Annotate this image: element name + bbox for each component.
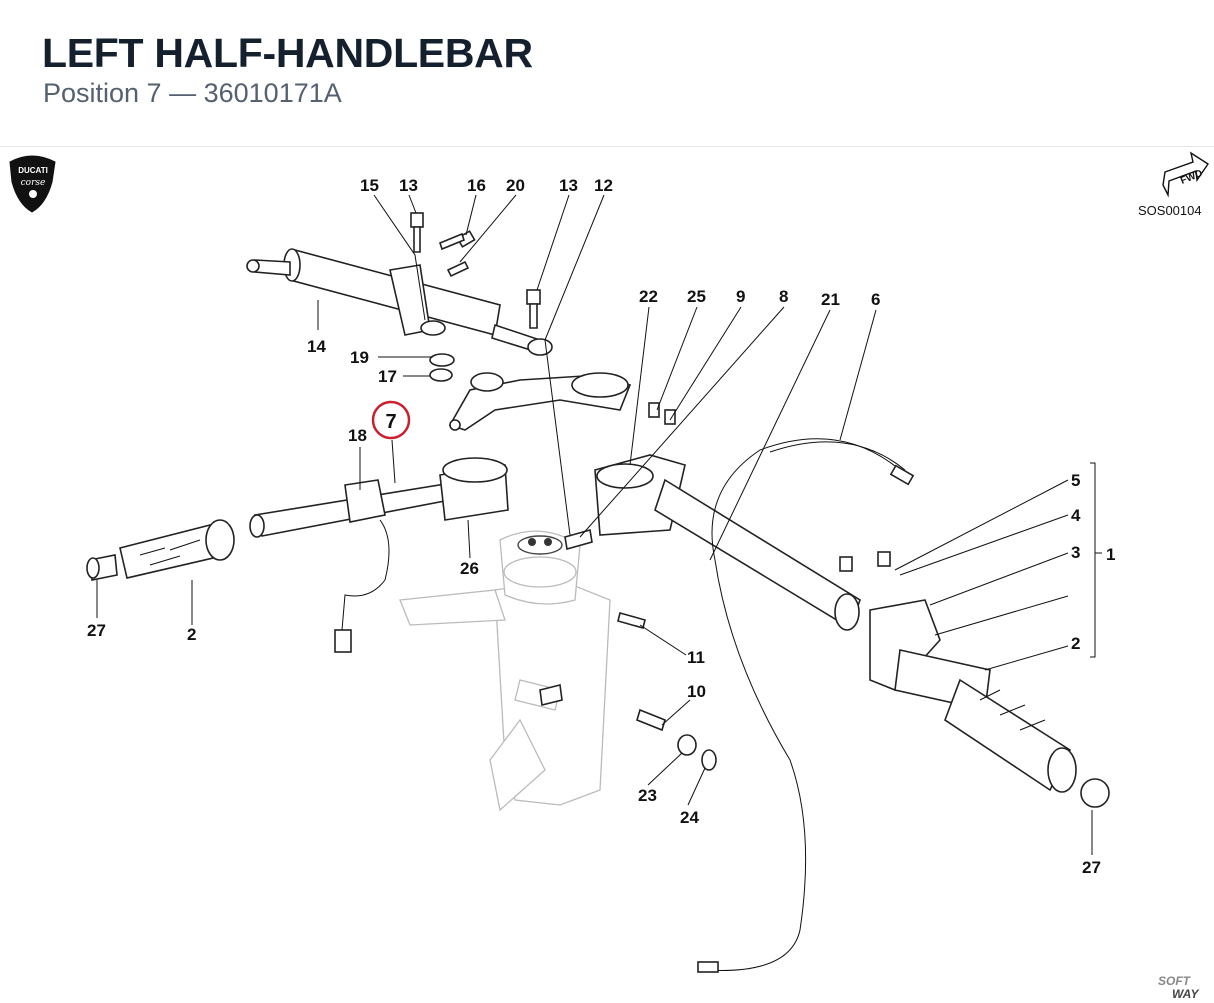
callout-8: 8 bbox=[779, 287, 788, 306]
part-number: 36010171A bbox=[203, 78, 342, 108]
callout-25: 25 bbox=[687, 287, 706, 306]
callout-19: 19 bbox=[350, 348, 369, 367]
callout-20: 20 bbox=[506, 176, 525, 195]
callout-26: 26 bbox=[460, 559, 479, 578]
callout-22: 22 bbox=[639, 287, 658, 306]
leader-lines bbox=[96, 194, 1102, 855]
ducati-corse-shield-icon: DUCATI corse bbox=[9, 155, 56, 213]
steering-damper bbox=[246, 248, 553, 356]
frame-screws-and-washers bbox=[539, 612, 717, 771]
forward-arrow-icon: FWD bbox=[1162, 151, 1209, 198]
frame-ghost bbox=[399, 530, 611, 812]
softway-watermark: SOFT WAY bbox=[1158, 974, 1199, 1001]
callout-27: 27 bbox=[1082, 858, 1101, 877]
callout-6: 6 bbox=[871, 290, 880, 309]
page-title: LEFT HALF-HANDLEBAR bbox=[42, 30, 533, 76]
logo-script-text: corse bbox=[21, 178, 46, 188]
callout-13: 13 bbox=[399, 176, 418, 195]
page-header: LEFT HALF-HANDLEBAR Position 7 — 3601017… bbox=[0, 0, 1214, 147]
callout-21: 21 bbox=[821, 290, 840, 309]
callout-1: 1 bbox=[1106, 545, 1115, 564]
callout-10: 10 bbox=[687, 682, 706, 701]
callout-27: 27 bbox=[87, 621, 106, 640]
subtitle-separator: — bbox=[169, 78, 197, 108]
highlight-ring bbox=[371, 400, 411, 440]
page-subtitle: Position 7 — 36010171A bbox=[43, 78, 342, 109]
callout-17: 17 bbox=[378, 367, 397, 386]
callout-15: 15 bbox=[360, 176, 379, 195]
left-grip bbox=[86, 519, 235, 581]
damper-screws bbox=[410, 212, 541, 329]
callout-3: 3 bbox=[1071, 543, 1080, 562]
callout-5: 5 bbox=[1071, 471, 1080, 490]
watermark-line-2: WAY bbox=[1172, 987, 1199, 1001]
callout-23: 23 bbox=[638, 786, 657, 805]
callout-7: 7 bbox=[385, 411, 396, 433]
washer-17 bbox=[429, 368, 453, 382]
top-yoke bbox=[448, 372, 632, 431]
callout-labels: 15 13 16 20 13 12 14 19 17 18 7 22 25 9 … bbox=[87, 176, 1115, 877]
callout-2: 2 bbox=[187, 625, 196, 644]
callout-16: 16 bbox=[467, 176, 486, 195]
drawing-code: SOS00104 bbox=[1138, 203, 1202, 218]
o-ring-19 bbox=[429, 353, 455, 367]
callout-24: 24 bbox=[680, 808, 699, 827]
right-throttle-assembly bbox=[839, 551, 1110, 808]
right-clamp-and-handlebar bbox=[564, 402, 861, 631]
position-label: Position 7 bbox=[43, 78, 162, 108]
callout-9: 9 bbox=[736, 287, 745, 306]
callout-2: 2 bbox=[1071, 634, 1080, 653]
left-half-handlebar bbox=[249, 457, 509, 653]
logo-brand-text: DUCATI bbox=[18, 166, 48, 175]
callout-18: 18 bbox=[348, 426, 367, 445]
callout-4: 4 bbox=[1071, 506, 1081, 525]
callout-14: 14 bbox=[307, 337, 326, 356]
callout-11: 11 bbox=[687, 648, 705, 667]
callout-13: 13 bbox=[559, 176, 578, 195]
watermark-line-1: SOFT bbox=[1158, 974, 1192, 988]
callout-12: 12 bbox=[594, 176, 613, 195]
throttle-cable bbox=[697, 438, 915, 973]
